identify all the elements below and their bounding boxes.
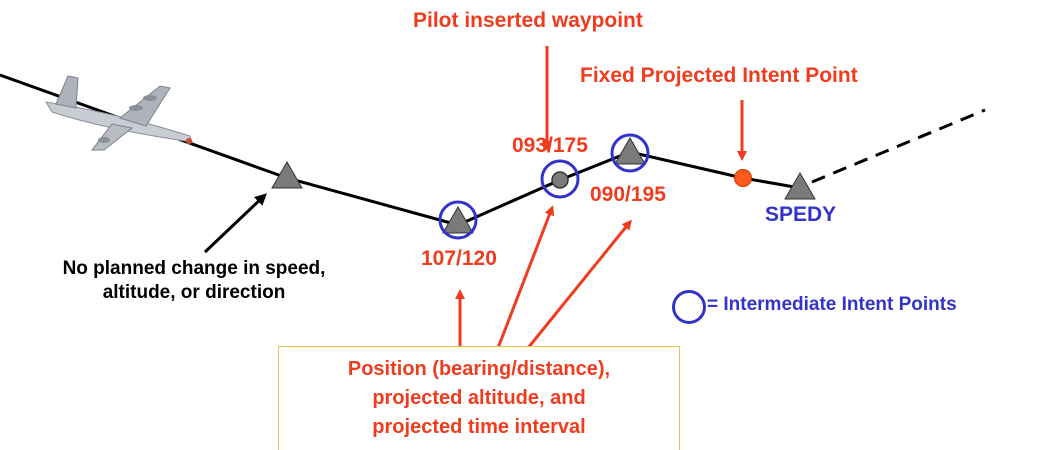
legend-intent-circle-icon (672, 290, 706, 324)
intent-circle-2 (540, 159, 580, 199)
waypoint-triangle-1 (271, 160, 303, 189)
info-box: Position (bearing/distance), projected a… (278, 346, 680, 450)
pilot-inserted-waypoint-label: Pilot inserted waypoint (413, 9, 643, 32)
no-change-label-line-1: No planned change in speed, (62, 258, 326, 279)
waypoint-triangle-2 (442, 205, 474, 234)
projected-path-dashed (811, 108, 986, 184)
pilot-inserted-waypoint (551, 171, 569, 189)
waypoint-value-090-195: 090/195 (590, 183, 666, 206)
info-box-line-1: Position (bearing/distance), (347, 358, 611, 380)
info-arrow-3 (526, 219, 632, 349)
airplane-icon (45, 75, 193, 151)
no-change-arrow (203, 193, 267, 254)
no-change-label-line-2: altitude, or direction (102, 282, 286, 303)
fixed-projected-intent-point-label: Fixed Projected Intent Point (580, 64, 858, 87)
legend-label: = Intermediate Intent Points (707, 294, 957, 315)
waypoint-value-107-120: 107/120 (421, 247, 497, 270)
intent-circle-3 (610, 133, 650, 173)
spedy-label: SPEDY (765, 203, 837, 226)
info-arrow-2 (496, 205, 555, 349)
info-box-line-3: projected time interval (372, 416, 586, 438)
info-box-line-2: projected altitude, and (372, 387, 586, 409)
waypoint-value-093-175: 093/175 (512, 134, 588, 157)
intent-circle-1 (438, 200, 478, 240)
waypoint-triangle-3 (614, 136, 646, 165)
waypoint-triangle-spedy (784, 171, 816, 200)
flight-path (0, 73, 801, 227)
fixed-projected-intent-point (734, 169, 752, 187)
